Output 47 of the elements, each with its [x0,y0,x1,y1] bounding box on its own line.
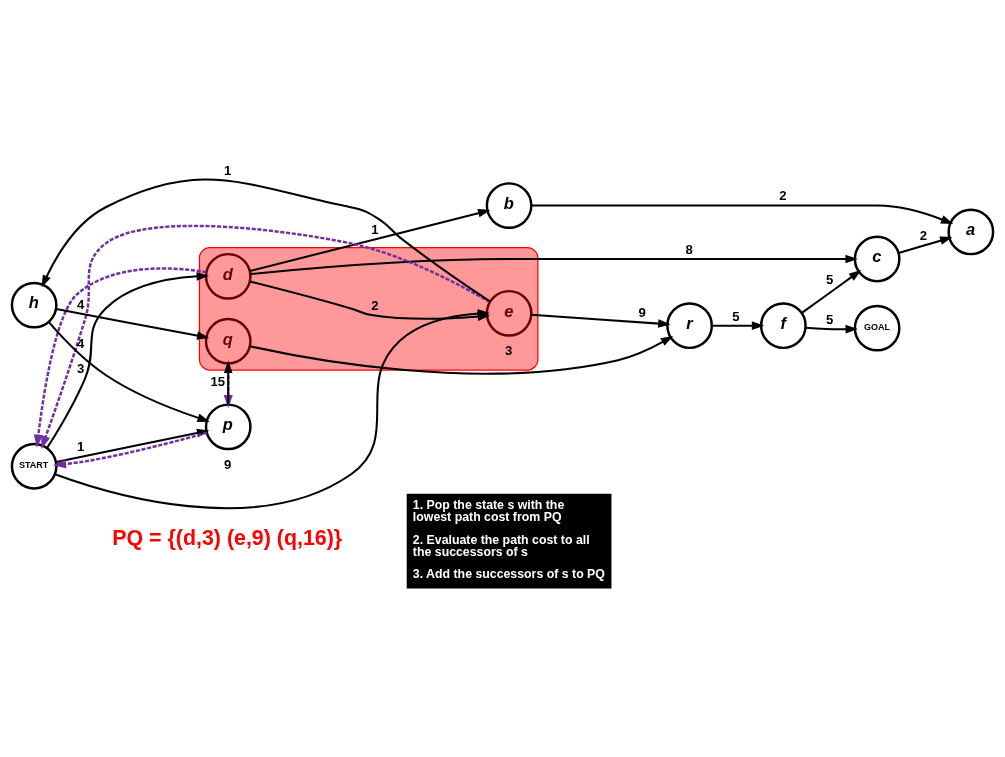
node-circle: d [204,252,252,300]
arrow [56,428,210,463]
label: 1. Pop the state s with the lowest path cost from PQ [412,498,565,525]
arrow [531,204,954,224]
edge-label: 2 [779,188,787,204]
edge-label: 5 [732,308,740,324]
edge-label: 9 [638,305,646,321]
arrow [47,321,210,422]
arrow [250,254,858,276]
label: 3. Add the successors of s to PQ [412,567,605,582]
node-circle: f [759,302,807,350]
arrow [531,313,671,328]
node-circle: q [204,317,252,365]
edge-label: 1 [224,162,232,178]
node-circle: h [10,281,58,329]
arrow [52,431,207,469]
arrow [805,324,858,334]
node-circle: p [204,403,252,451]
edge-label: 1 [76,439,85,455]
edge-label: 2 [919,227,928,243]
node-circle: e [485,289,533,337]
label: 2. Evaluate the path cost to all the successors of s [412,532,590,559]
arrow [712,321,765,330]
node-circle: GOAL [853,304,901,352]
edge-label: 9 [224,457,232,473]
edge-label: 1 [371,222,379,238]
node-circle: START [10,442,58,490]
arrow [56,308,210,340]
node-circle: a [947,208,995,256]
node-circle: r [666,302,714,350]
edge-label: 4 [76,335,85,351]
arrow [249,208,491,273]
arrow [41,178,491,303]
edge-label: 5 [826,272,834,288]
edge-label: 5 [826,311,834,327]
edge-label: 15 [210,374,226,390]
edge-label: 4 [76,297,85,313]
arrow [801,269,862,314]
arrow [249,335,674,375]
label: PQ = {(d,3) (e,9) (q,16)} [112,526,343,551]
edge-label: 2 [371,297,379,313]
node-circle: b [485,182,533,230]
edge-label: 3 [504,343,513,359]
node-circle: c [853,235,901,283]
edge-label: 8 [685,241,693,257]
edge-label: 3 [76,361,85,377]
arrow [898,236,953,254]
